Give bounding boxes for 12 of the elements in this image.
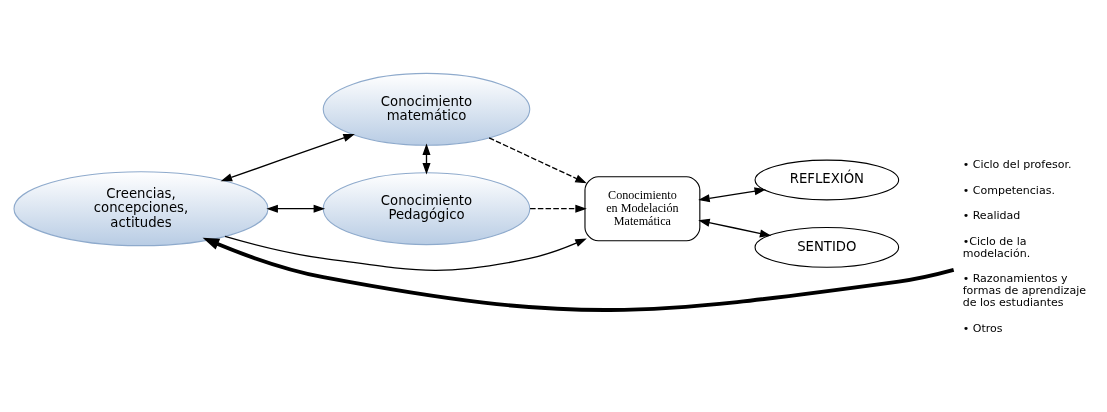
arrow [488,136,587,183]
arrow [698,218,772,237]
arrow [529,204,587,213]
arrow [266,204,326,213]
node-text: • Ciclo del profesor. • Competencias. • Realidad •Ciclo de la modelación. • Razonamientos y formas de aprendizaje de los estudiantes • Otros [962,157,1087,335]
node-ellipse: Conocimiento matemático [322,72,531,146]
node-ellipse: Conocimiento Pedagógico [322,171,531,245]
node-box: Conocimiento en Modelación Matemática [584,175,701,241]
arrow [202,237,955,312]
arrow [698,186,767,202]
arrow [224,235,587,271]
arrow [220,133,355,181]
